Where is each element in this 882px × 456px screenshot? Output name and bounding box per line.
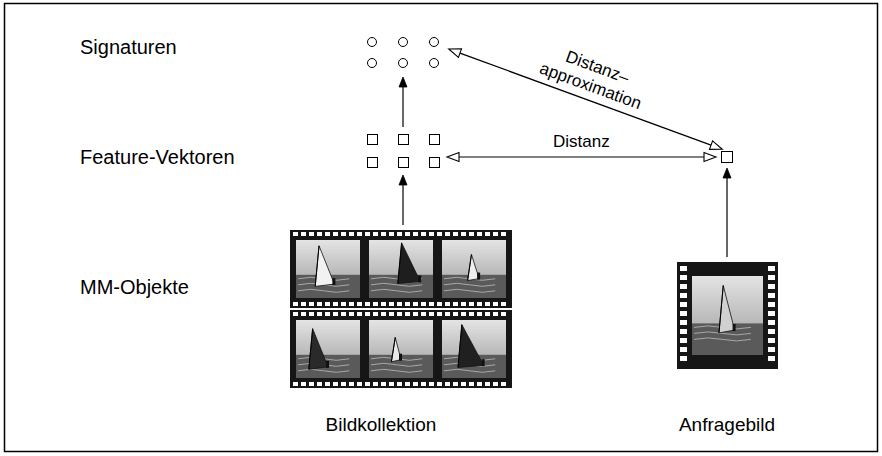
row-label: MM-Objekte: [80, 275, 189, 299]
arrow-head: [399, 77, 407, 87]
feature-vector-group: [364, 132, 442, 170]
connector: [399, 175, 407, 225]
row-label: Feature-Vektoren: [80, 145, 235, 169]
edge-label: Distanz: [551, 132, 612, 152]
film-strip-illustration: [290, 230, 512, 388]
arrow-head: [723, 168, 731, 178]
node-caption: Anfragebild: [679, 413, 775, 437]
connector-line: [402, 185, 403, 225]
feature-vector-square: [721, 151, 733, 163]
connector-line: [459, 156, 704, 157]
feature-vector-squares: [364, 132, 442, 170]
arrow-head: [447, 153, 459, 162]
row-label: Signaturen: [80, 35, 177, 59]
connector-line: [402, 87, 403, 127]
query-feature-vector: [721, 151, 733, 163]
signature-group: [362, 34, 444, 72]
arrow-head: [709, 141, 722, 149]
node-caption: Bildkollektion: [326, 413, 437, 437]
frame-border: [5, 4, 878, 452]
connector: [447, 153, 716, 162]
connector: [723, 168, 731, 257]
arrow-head: [449, 49, 462, 57]
query-image: Anfragebild: [662, 262, 792, 437]
arrow-head: [399, 175, 407, 185]
connector-line: [726, 178, 727, 257]
connector: [399, 77, 407, 127]
arrow-head: [704, 153, 716, 162]
film-frame-illustration: [677, 262, 778, 369]
image-collection: Bildkollektion: [290, 230, 512, 437]
signature-circles: [362, 34, 444, 72]
edge-label: Distanz– approximation: [527, 36, 661, 117]
